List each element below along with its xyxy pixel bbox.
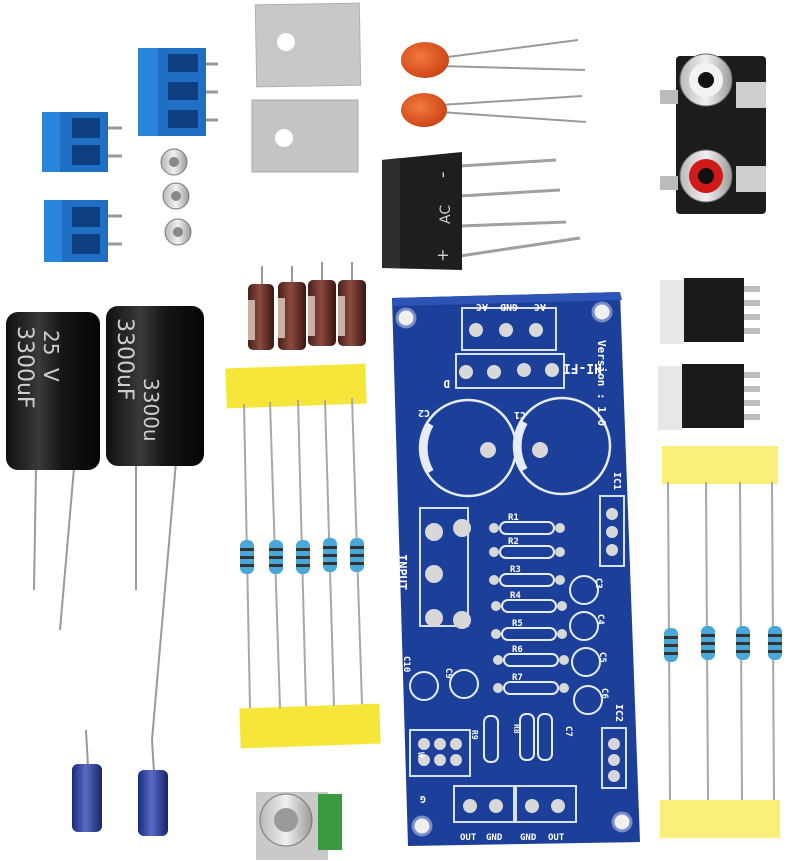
board-ac-label-1: AC [534, 301, 546, 312]
board-r2-label: R2 [508, 537, 519, 547]
board-g-label: G [420, 793, 426, 804]
board-c2-label: C2 [418, 407, 430, 418]
board-out-label-1: OUT [460, 833, 477, 843]
board-c3-label: C3 [593, 578, 603, 589]
bridge-label-ac: AC [438, 205, 454, 224]
large-cap-left-value: 3300uF [12, 326, 37, 409]
board-gnd-label-out-1: GND [486, 833, 503, 843]
board-r9-label: R9 [470, 730, 479, 740]
board-version: Version : 1.0 [595, 340, 608, 426]
bridge-label-plus: + [433, 249, 452, 262]
board-r8-label: R8 [512, 724, 521, 734]
large-capacitor-right: 3300uF 3300u [106, 306, 204, 741]
large-capacitor-left: 3300uF 25 V [6, 312, 100, 631]
board-c6-label: C6 [599, 688, 609, 699]
board-r4-label: R4 [510, 591, 521, 601]
rca-jack-block [660, 53, 766, 214]
terminal-block-2pin-top [42, 112, 122, 172]
board-ic1-label: IC1 [611, 472, 622, 490]
large-cap-left-unit: V [39, 368, 63, 382]
resistor-strip-left [225, 363, 381, 749]
board-ic2-label: IC2 [613, 704, 624, 722]
small-blue-caps [72, 729, 168, 836]
board-c9-label: C9 [443, 668, 453, 679]
large-cap-right-value2: 3300u [139, 378, 163, 442]
terminal-block-3pin [138, 48, 218, 136]
large-cap-left-volt: 25 [39, 330, 63, 355]
board-gnd-label: GND [500, 301, 518, 312]
board-r5-label: R5 [512, 619, 523, 629]
thermal-pads [251, 2, 362, 173]
board-d-label: D [443, 377, 450, 390]
board-gnd-label-out-2: GND [520, 833, 537, 843]
board-r3-label: R3 [510, 565, 521, 575]
board-title: HI-FI [563, 360, 602, 375]
board-c10-label: C10 [401, 656, 411, 672]
ic-chips [658, 278, 760, 430]
board-c5-label: C5 [597, 652, 607, 663]
terminal-block-2pin-bottom [44, 200, 122, 262]
board-input-label: INPUT [395, 554, 409, 590]
bridge-rectifier: AC - + [382, 152, 581, 270]
board-c1-label: C1 [514, 409, 526, 420]
screw-washers [160, 148, 192, 246]
board-c4-label: C4 [595, 614, 605, 625]
small-electrolytic-caps [248, 262, 366, 350]
potentiometer [256, 792, 342, 860]
resistor-strip-right [660, 446, 782, 838]
board-r1-label: R1 [508, 513, 519, 523]
board-c7-label: C7 [563, 726, 573, 737]
pcb-board: HI-FI Version : 1.0 AC GND AC D INPUT G … [392, 292, 640, 846]
large-cap-right-value: 3300uF [112, 318, 137, 401]
board-out-label-2: OUT [548, 833, 565, 843]
board-w-label: W [415, 752, 425, 758]
bridge-label-minus: - [432, 172, 453, 179]
board-r6-label: R6 [512, 645, 523, 655]
board-ac-label-2: AC [476, 301, 488, 312]
board-r7-label: R7 [512, 673, 523, 683]
ceramic-capacitors [401, 39, 587, 127]
